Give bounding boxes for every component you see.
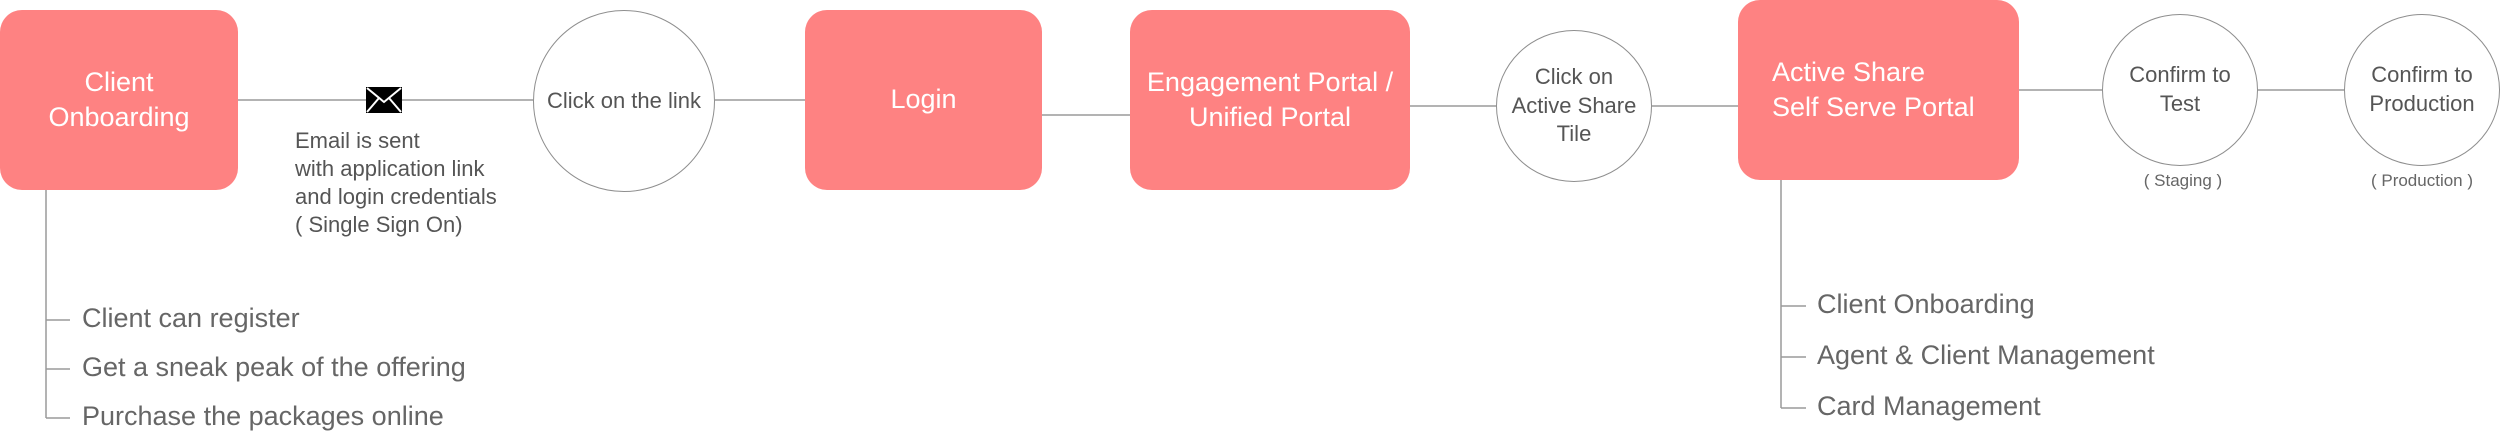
email-note: Email is sent with application link and … [295, 128, 497, 238]
portal-feature-2: Agent & Client Management [1817, 340, 2155, 370]
portal-feature-3: Card Management [1817, 391, 2041, 421]
engagement-portal-box: Engagement Portal / Unified Portal [1130, 10, 1410, 190]
client-feature-2: Get a sneak peak of the offering [82, 352, 466, 382]
envelope-icon [366, 87, 402, 113]
staging-label: ( Staging ) [2143, 171, 2223, 190]
portal-feature-1: Client Onboarding [1817, 289, 2035, 319]
click-link-circle: Click on the link [533, 10, 715, 192]
confirm-production-circle: Confirm to Production [2344, 14, 2500, 166]
client-feature-3: Purchase the packages online [82, 401, 444, 431]
client-feature-1: Client can register [82, 303, 300, 333]
client-onboarding-box: Client Onboarding [0, 10, 238, 190]
login-box: Login [805, 10, 1042, 190]
click-tile-circle: Click on Active Share Tile [1496, 30, 1652, 182]
active-share-box: Active Share Self Serve Portal [1738, 0, 2019, 180]
production-label: ( Production ) [2370, 171, 2474, 190]
confirm-test-circle: Confirm to Test [2102, 14, 2258, 166]
